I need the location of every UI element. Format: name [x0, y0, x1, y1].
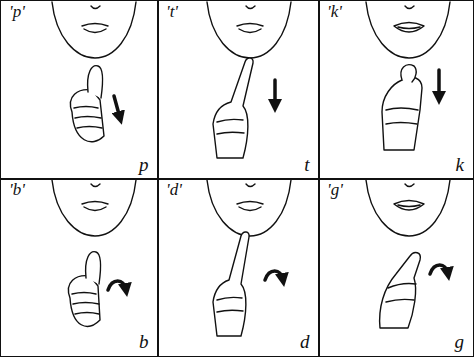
movement-arrow [114, 96, 120, 118]
lips [82, 202, 108, 211]
finger-lines [74, 107, 102, 129]
hand [380, 253, 421, 328]
cue-figure [207, 180, 291, 336]
hand [382, 77, 422, 150]
movement-arrow [430, 265, 448, 274]
cue-figure [207, 2, 291, 158]
finger-lines [217, 297, 243, 312]
letter-label: g [455, 332, 465, 353]
sound-label: 'd' [166, 181, 182, 200]
cue-figure [366, 2, 450, 150]
chin-outline [207, 2, 291, 58]
open-lips [394, 201, 424, 211]
cue-panel: 'p' p [0, 0, 159, 180]
chin-outline [366, 2, 450, 58]
cue-panel: 't' t [157, 0, 320, 180]
nose [405, 6, 414, 9]
nose [246, 6, 255, 9]
letter-label: p [139, 155, 149, 176]
cue-figure [366, 180, 450, 328]
sound-label: 'k' [327, 3, 342, 22]
cue-figure [52, 180, 136, 326]
chin-outline [52, 2, 136, 58]
chin-outline [207, 180, 291, 236]
finger-lines [386, 284, 416, 303]
thumb [86, 252, 101, 284]
nose [91, 6, 100, 9]
bent-finger [401, 65, 416, 82]
lips [82, 24, 108, 33]
movement-arrow [273, 80, 277, 106]
letter-label: k [456, 155, 464, 176]
lips [237, 24, 263, 33]
finger-lines [72, 293, 99, 315]
movement-arrow [437, 70, 441, 98]
cue-panel: 'k' k [318, 0, 474, 180]
cue-panel: 'd' d [157, 178, 320, 357]
cue-panel: 'b' b [0, 178, 159, 357]
nose [246, 184, 255, 187]
cue-panel: 'g' g [318, 178, 474, 357]
cue-figure [52, 2, 136, 142]
pointing-hand [213, 58, 253, 158]
sound-label: 'b' [9, 181, 25, 200]
pointing-hand [213, 232, 249, 336]
lips [237, 202, 263, 211]
finger-lines [386, 108, 418, 124]
movement-arrow [265, 271, 283, 280]
sound-label: 'g' [327, 181, 343, 200]
nose [405, 184, 414, 187]
sound-label: 't' [166, 3, 178, 22]
thumb [88, 66, 103, 98]
letter-label: t [304, 155, 309, 176]
letter-label: b [139, 332, 149, 353]
nose [91, 184, 100, 187]
fist [70, 90, 104, 142]
open-lips [394, 23, 424, 33]
fist [68, 276, 100, 327]
finger-lines [217, 119, 244, 134]
chin-outline [52, 180, 136, 236]
letter-label: d [300, 332, 310, 353]
movement-arrow [108, 281, 126, 290]
chin-outline [366, 180, 450, 236]
sound-label: 'p' [9, 3, 25, 22]
